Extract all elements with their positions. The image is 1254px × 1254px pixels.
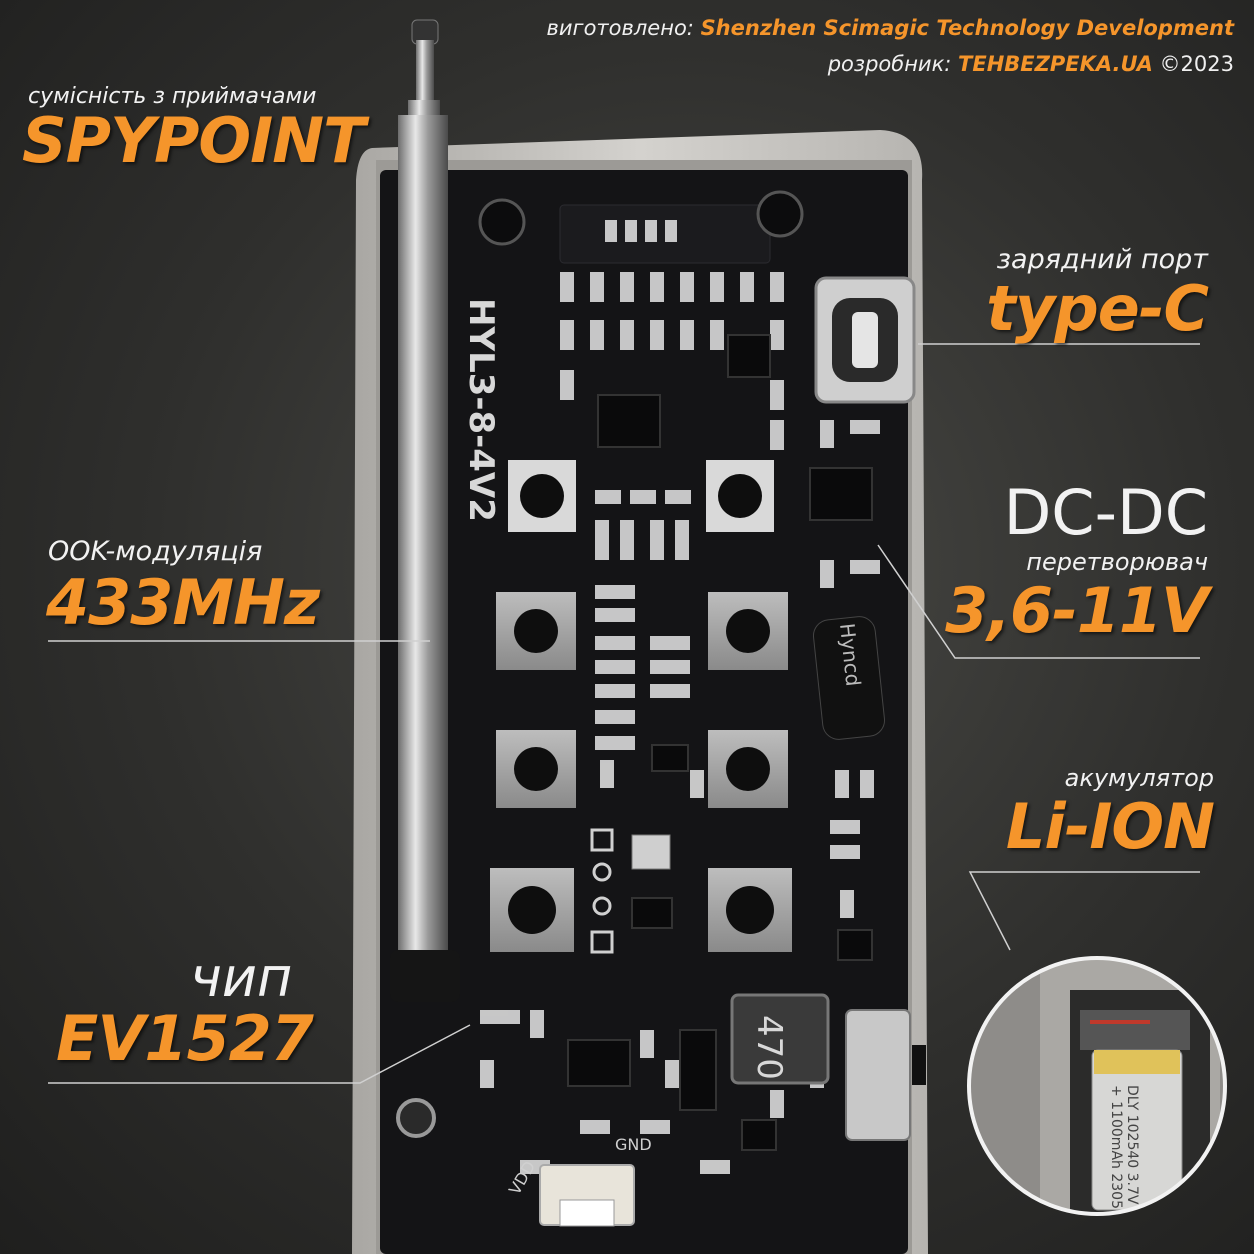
developer-name: TEHBEZPEKA.UA <box>958 52 1153 76</box>
battery-connector <box>539 1164 635 1227</box>
telescopic-antenna <box>390 19 460 1002</box>
battery-inset <box>969 958 1225 1214</box>
port-caption: зарядний порт <box>996 244 1208 275</box>
compat-value: SPYPOINT <box>22 104 365 177</box>
mod-value: 433MHz <box>46 566 320 639</box>
silk-model: HYL3-8-4V2 <box>461 298 501 522</box>
compat-caption: сумісність з приймачами <box>28 84 317 109</box>
inductor-marking: 470 <box>749 1015 789 1080</box>
maker-name: Shenzhen Scimagic Technology Development <box>700 16 1234 40</box>
ic-chips <box>567 334 873 1151</box>
capacitor <box>812 616 886 740</box>
usb-c-port <box>814 276 916 404</box>
dcdc-value: 3,6-11V <box>945 574 1209 647</box>
inset-ring <box>967 956 1227 1216</box>
developer-label: розробник: <box>827 52 952 76</box>
made-label: виготовлено: <box>546 16 694 40</box>
battery-label-2: + 1100mAh 2305 <box>1108 1085 1124 1209</box>
credits-line-1: виготовлено: Shenzhen Scimagic Technolog… <box>547 16 1234 40</box>
port-value: type-C <box>986 272 1209 345</box>
gnd-label: GND <box>615 1135 652 1154</box>
battery-value: Li-ION <box>1005 790 1215 863</box>
dcdc-caption: перетворювач <box>1026 548 1208 576</box>
inductor <box>730 993 830 1085</box>
chip-caption: чип <box>190 946 293 1009</box>
leader-lines <box>48 343 1200 1084</box>
credits-line-2: розробник: TEHBEZPEKA.UA ©2023 <box>828 52 1234 76</box>
chip-value: EV1527 <box>56 1002 314 1075</box>
crystal <box>631 834 671 870</box>
battery-caption: акумулятор <box>1064 764 1214 792</box>
mod-caption: OOK-модуляція <box>48 536 263 567</box>
copyright: ©2023 <box>1159 52 1234 76</box>
battery-label-1: DLY 102540 3.7V <box>1124 1085 1140 1205</box>
pin-header <box>590 828 614 954</box>
dcdc-title: DC-DC <box>1003 476 1208 549</box>
tactile-buttons <box>490 460 792 952</box>
slide-switch <box>845 1009 926 1141</box>
